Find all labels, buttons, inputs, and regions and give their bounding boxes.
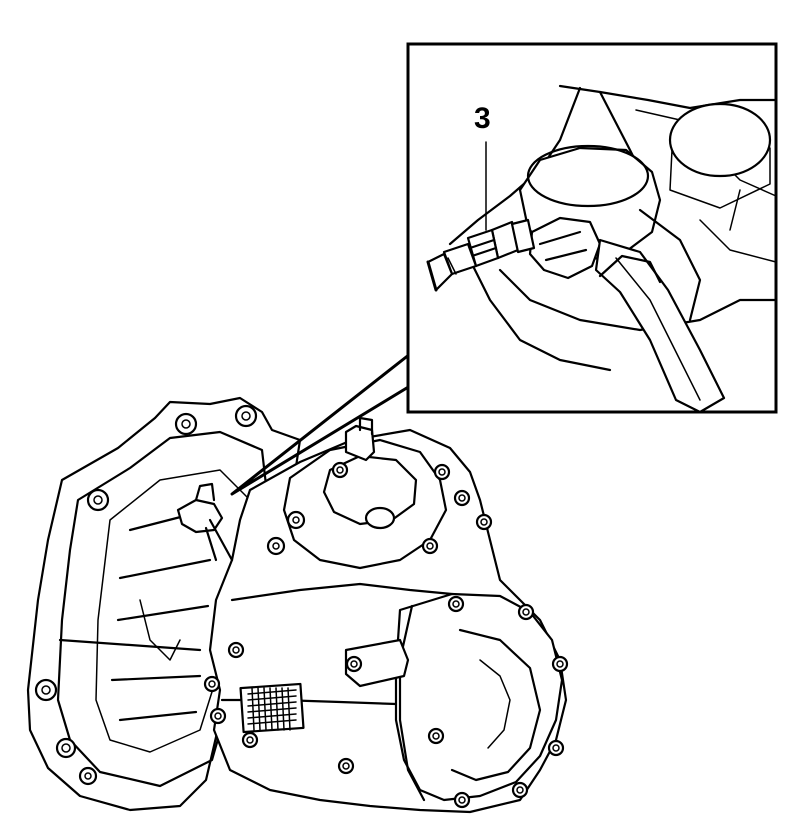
flange-bolt-bosses	[34, 404, 258, 786]
rear-housing-flange-line	[398, 604, 426, 802]
inset-connector	[528, 216, 602, 280]
bell-housing-ribs	[58, 510, 212, 722]
vent-grille	[239, 682, 305, 734]
reverse-lamp-switch	[426, 218, 536, 292]
selector-tower-cap	[358, 416, 374, 436]
reverse-lamp-switch-location	[176, 482, 234, 562]
case-bolts	[203, 461, 569, 809]
rear-end-housing	[394, 592, 564, 802]
rear-dome-detail	[479, 659, 511, 749]
case-joint-line	[230, 582, 454, 602]
selector-plug	[364, 506, 396, 530]
gearbox-assembly	[26, 396, 569, 814]
detail-inset: 3	[406, 42, 778, 414]
inset-cylinder-right	[668, 102, 772, 178]
rear-dome	[450, 628, 542, 782]
selector-housing-top	[322, 454, 418, 526]
shift-lever-arm	[344, 638, 410, 688]
callout-3-label: 3	[474, 102, 491, 135]
bell-housing-inner-face	[95, 469, 251, 753]
